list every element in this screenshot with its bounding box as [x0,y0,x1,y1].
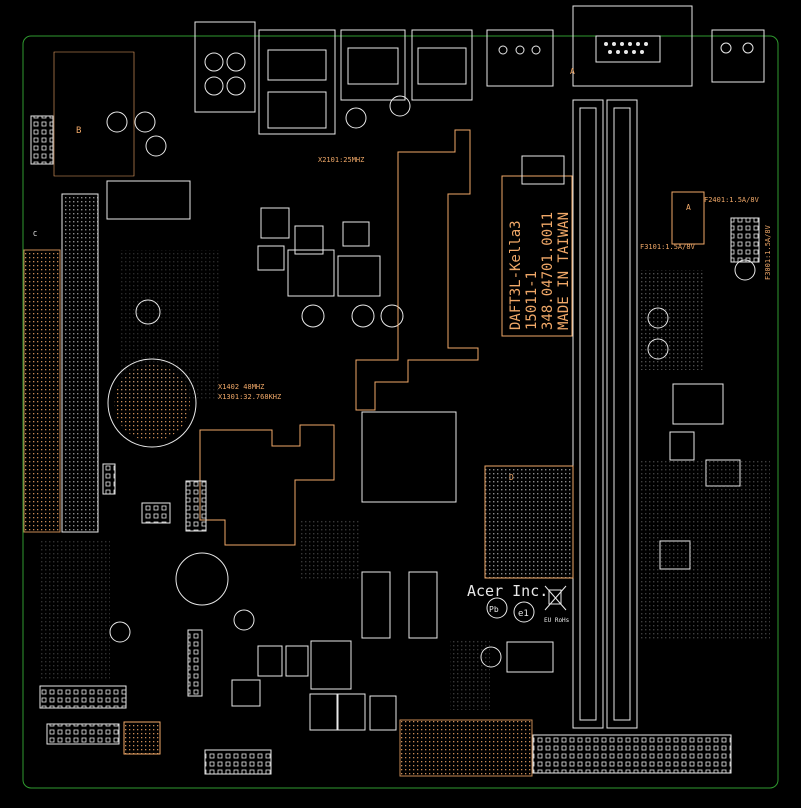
part-number-line-1: DAFT3L-Kella3 [508,220,524,330]
sata-connector-1 [361,571,391,639]
left-slot [61,193,99,533]
copper-region-1 [355,129,479,411]
ref-b: B [76,126,81,136]
bottom-connector [399,719,533,777]
dimm-slots [572,99,638,729]
svg-text:Pb: Pb [489,605,499,614]
part-number-line-2: 15011-1 [524,271,540,330]
vrm-mosfets [106,180,404,328]
fuse-region [671,191,705,245]
part-number-box [501,175,573,337]
part-number-line-3: 348.04701.0011 [540,212,556,330]
svg-text:e1: e1 [518,609,529,619]
e1-icon [513,601,535,623]
vga-pins [604,42,648,54]
copper-region-3 [53,51,135,177]
label-f3001: F3001:1.5A/8V [764,224,772,280]
rear-io-connectors [194,5,765,135]
part-number-line-4: MADE IN TAIWAN [556,212,572,330]
label-x1402: X1402 48MHZ [218,383,264,391]
label-f3101: F3101:1.5A/8V [640,243,696,251]
memory-area [484,465,574,579]
eu-rohs-label: EU RoHs [544,617,570,624]
ref-a2: A [570,67,575,76]
sata-connector-2 [408,571,438,639]
label-x2101: X2101:25MHZ [318,156,364,164]
copper-region-2 [199,424,335,546]
chipset [361,411,457,503]
pin-headers [30,115,760,775]
left-edge-connector [23,249,61,533]
label-f2401: F2401:1.5A/8V [704,196,760,204]
weee-bin-icon [544,585,567,611]
label-x1301: X1301:32.768KHZ [218,393,281,401]
board-outline [22,35,779,789]
vendor-logo: Acer Inc. [467,582,548,600]
pb-free-icon [486,597,508,619]
ref-c: C [33,230,37,238]
ref-a1: A [686,203,691,212]
